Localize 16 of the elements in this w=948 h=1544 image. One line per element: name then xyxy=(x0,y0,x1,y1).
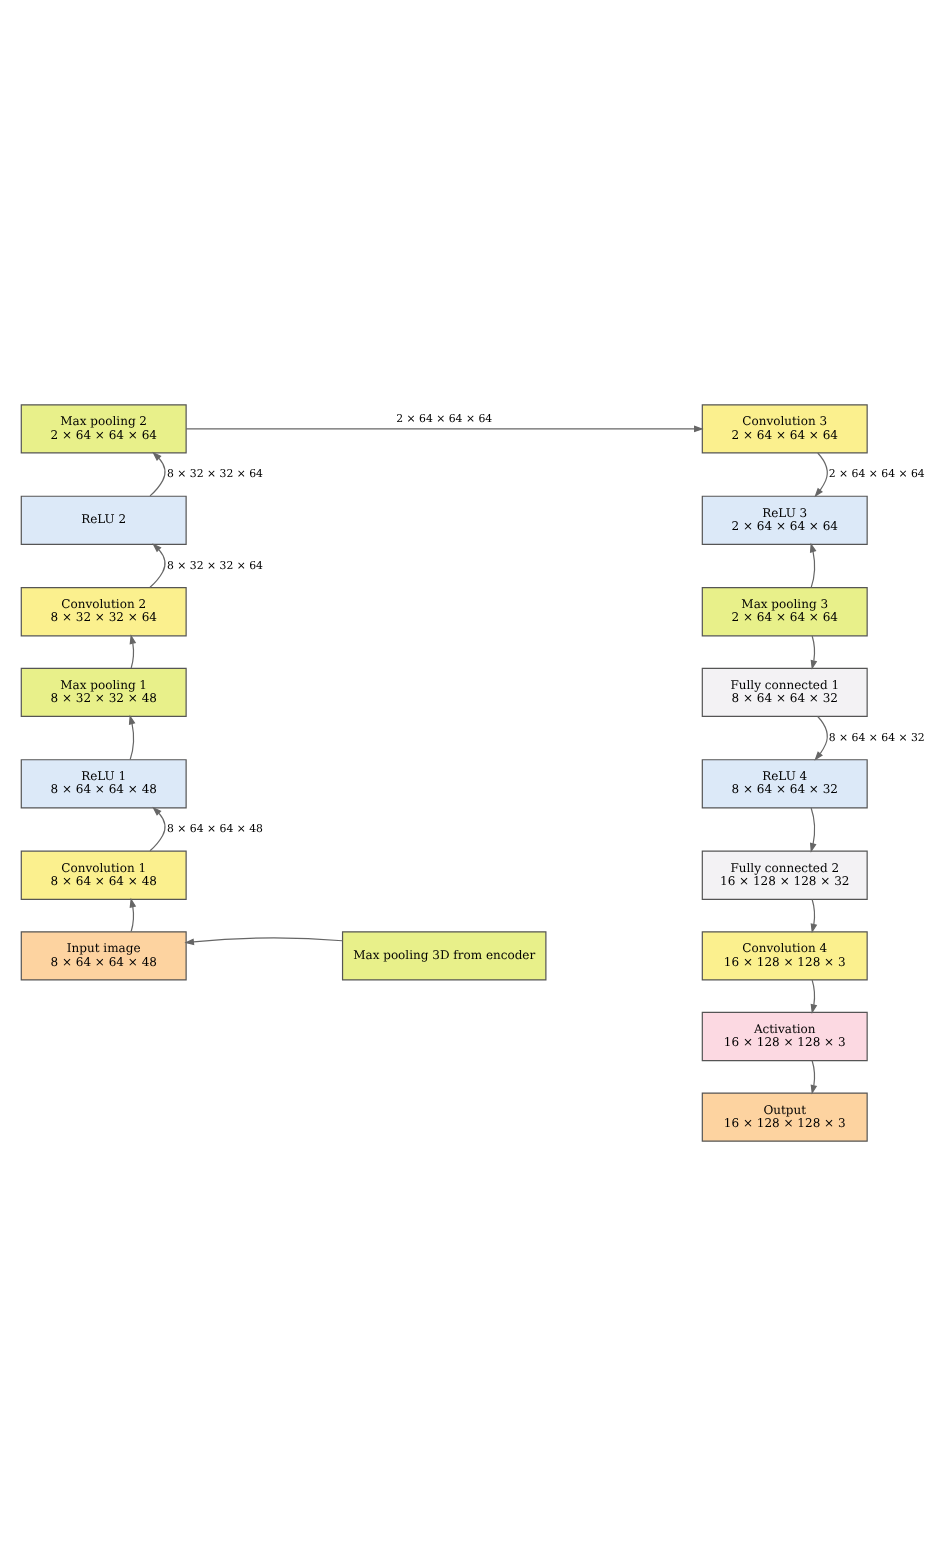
arrow xyxy=(149,542,166,587)
arrow xyxy=(809,541,817,587)
arrow xyxy=(810,897,818,933)
arrow xyxy=(129,896,137,932)
arrow xyxy=(809,806,817,852)
arrow xyxy=(810,634,818,669)
arrow xyxy=(810,1059,818,1094)
arrow xyxy=(128,713,136,760)
arrow xyxy=(149,805,166,851)
arrow xyxy=(149,450,166,496)
arrow xyxy=(129,633,137,668)
arrow xyxy=(810,978,818,1013)
arrow xyxy=(814,451,828,497)
arrow xyxy=(814,714,828,760)
arrow xyxy=(184,936,344,945)
arrow xyxy=(185,424,704,432)
